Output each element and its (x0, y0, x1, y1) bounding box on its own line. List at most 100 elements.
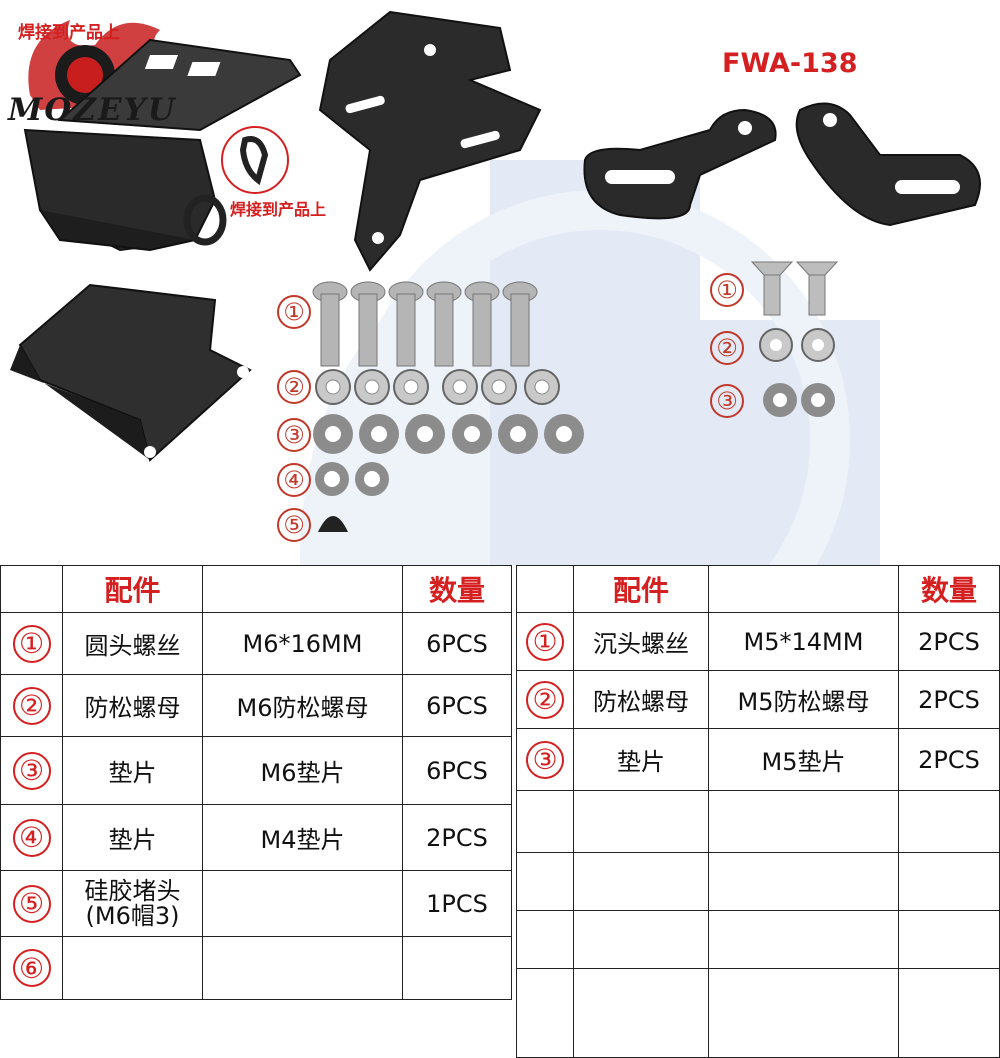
part-spec (202, 870, 403, 937)
empty-cell (898, 852, 1000, 911)
empty-cell (573, 852, 709, 911)
table-row: ① 圆头螺丝 M6*16MM 6PCS (0, 612, 512, 675)
empty-cell (516, 790, 574, 853)
empty-cell (708, 968, 899, 1058)
logo-note: 焊接到产品上 (18, 23, 120, 43)
table-row: ① 沉头螺丝 M5*14MM 2PCS (516, 612, 1000, 671)
empty-cell (516, 852, 574, 911)
right-parts-table: 配件 数量 ① 沉头螺丝 M5*14MM 2PCS ② 防松螺母 M5防松螺母 … (516, 565, 1000, 1058)
washers-m6 (313, 414, 584, 454)
table-row (516, 852, 1000, 911)
product-photo (10, 10, 981, 532)
kit-number-3: ③ (277, 418, 311, 452)
table-row: ③ 垫片 M5垫片 2PCS (516, 728, 1000, 791)
lock-nuts (315, 369, 560, 405)
table-row: ③ 垫片 M6垫片 6PCS (0, 736, 512, 805)
right-kit-number-2: ② (710, 331, 744, 365)
empty-cell (708, 790, 899, 853)
part-name (62, 936, 203, 1000)
part-name: 垫片 (62, 804, 203, 871)
part-qty: 2PCS (898, 612, 1000, 671)
part-spec: M5防松螺母 (708, 670, 899, 729)
row-number: ⑥ (12, 949, 51, 987)
empty-cell (516, 910, 574, 969)
table-row (516, 968, 1000, 1058)
mounting-plate-part (10, 283, 252, 462)
kit-number-5: ⑤ (277, 508, 311, 542)
license-plate-holder-part (318, 10, 542, 272)
header-cell (516, 565, 574, 613)
row-number: ② (12, 686, 51, 725)
row-number: ③ (12, 751, 51, 790)
empty-cell (898, 790, 1000, 853)
part-qty: 2PCS (402, 804, 512, 871)
part-name: 垫片 (573, 728, 709, 791)
part-spec: M5垫片 (708, 728, 899, 791)
table-row (516, 790, 1000, 853)
kit-number-2: ② (277, 370, 311, 404)
header-cell-qty: 数量 (402, 565, 512, 613)
header-cell (0, 565, 63, 613)
part-name: 沉头螺丝 (573, 612, 709, 671)
left-parts-table: 配件 数量 ① 圆头螺丝 M6*16MM 6PCS ② 防松螺母 M6防松螺母 … (0, 565, 512, 1000)
part-spec: M6垫片 (202, 736, 403, 805)
part-qty: 2PCS (898, 670, 1000, 729)
table-row: ④ 垫片 M4垫片 2PCS (0, 804, 512, 871)
table-row: ② 防松螺母 M5防松螺母 2PCS (516, 670, 1000, 729)
part-spec: M4垫片 (202, 804, 403, 871)
countersunk-screws (750, 261, 839, 316)
offset-brackets-part (583, 102, 981, 227)
right-kit-number-3: ③ (710, 384, 744, 418)
empty-cell (573, 910, 709, 969)
empty-cell (708, 852, 899, 911)
part-qty: 6PCS (402, 612, 512, 675)
weld-callout-circle (221, 126, 289, 194)
header-cell-qty: 数量 (898, 565, 1000, 613)
table-row: ② 防松螺母 M6防松螺母 6PCS (0, 674, 512, 737)
part-name: 硅胶堵头 (M6帽3) (62, 870, 203, 937)
row-number: ① (12, 624, 51, 663)
part-name: 垫片 (62, 736, 203, 805)
header-cell-parts: 配件 (573, 565, 709, 613)
row-number: ③ (526, 740, 564, 779)
empty-cell (708, 910, 899, 969)
part-spec: M5*14MM (708, 612, 899, 671)
rear-bracket-part (23, 38, 302, 252)
empty-cell (573, 968, 709, 1058)
empty-cell (898, 968, 1000, 1058)
header-cell-parts: 配件 (62, 565, 203, 613)
part-name: 防松螺母 (62, 674, 203, 737)
row-number: ② (526, 680, 564, 719)
model-label: FWA-138 (722, 48, 858, 79)
round-head-bolts (312, 281, 538, 367)
header-cell (202, 565, 403, 613)
row-number: ⑤ (12, 884, 51, 923)
row-number: ④ (12, 818, 51, 857)
rubber-plug (318, 516, 348, 532)
table-row: ⑤ 硅胶堵头 (M6帽3) 1PCS (0, 870, 512, 937)
empty-cell (516, 968, 574, 1058)
part-spec: M6*16MM (202, 612, 403, 675)
brand-logo: MOZEYU (8, 92, 177, 128)
table-header-row: 配件 数量 (0, 565, 512, 613)
weld-note: 焊接到产品上 (230, 200, 327, 219)
empty-cell (573, 790, 709, 853)
part-name: 防松螺母 (573, 670, 709, 729)
row-number: ① (526, 622, 564, 661)
right-kit-number-1: ① (710, 273, 744, 307)
part-qty: 6PCS (402, 736, 512, 805)
part-qty: 1PCS (402, 870, 512, 937)
kit-number-4: ④ (277, 463, 311, 497)
part-name: 圆头螺丝 (62, 612, 203, 675)
table-row: ⑥ (0, 936, 512, 1000)
empty-cell (898, 910, 1000, 969)
kit-number-1: ① (277, 295, 311, 329)
part-qty: 6PCS (402, 674, 512, 737)
part-spec (202, 936, 403, 1000)
table-row (516, 910, 1000, 969)
header-cell (708, 565, 899, 613)
part-qty (402, 936, 512, 1000)
part-qty: 2PCS (898, 728, 1000, 791)
part-spec: M6防松螺母 (202, 674, 403, 737)
table-header-row: 配件 数量 (516, 565, 1000, 613)
